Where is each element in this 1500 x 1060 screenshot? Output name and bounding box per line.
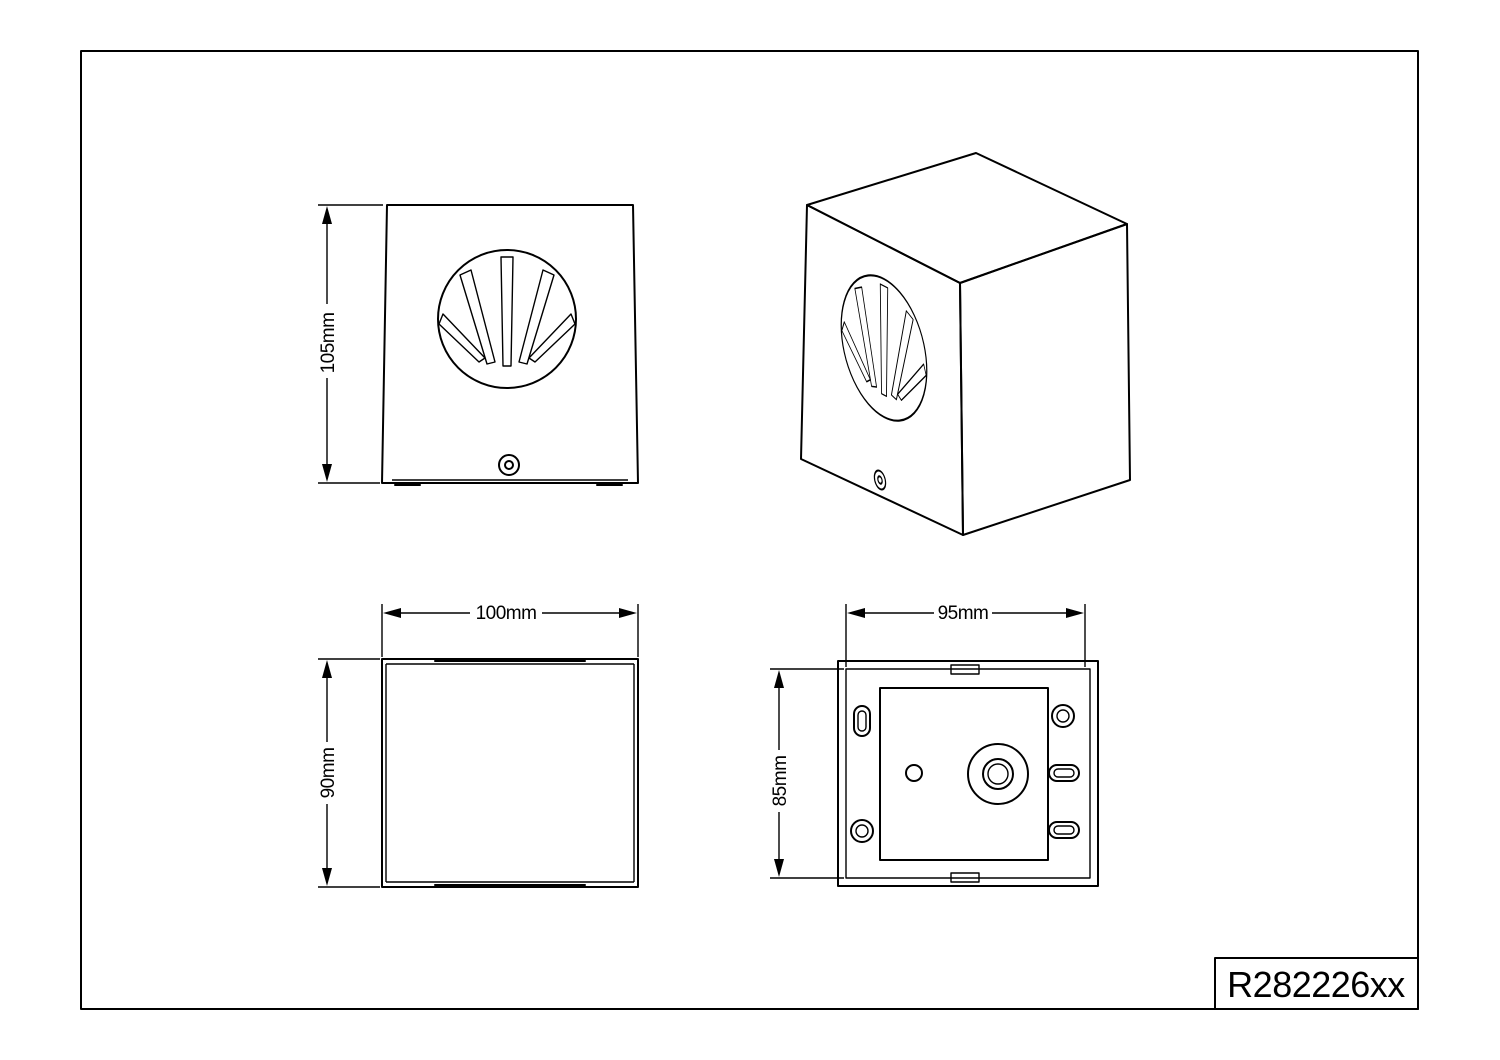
perspective-view [800, 152, 1131, 536]
mounting-slot-right-middle [1048, 764, 1080, 782]
shell-diffuser-perspective [840, 255, 928, 441]
dimension-height-front: 105mm [318, 204, 383, 484]
cable-entry [967, 743, 1029, 805]
mounting-slot-left-top [853, 705, 871, 737]
front-view [381, 204, 639, 486]
shell-diffuser [437, 249, 577, 389]
mounting-slot-right-bottom [1048, 821, 1080, 839]
dim-label-width-top: 100mm [476, 603, 537, 624]
sensor-dot [498, 454, 520, 476]
sheet-border [80, 50, 1419, 1010]
dim-label-height-back: 85mm [770, 756, 791, 807]
sensor-dot-perspective [873, 469, 887, 491]
screw-hole [905, 764, 923, 782]
dimension-depth-top: 90mm [318, 658, 380, 888]
dimension-height-back: 85mm [770, 668, 844, 879]
dim-label-depth-top: 90mm [318, 748, 339, 799]
dimension-width-top: 100mm [381, 600, 639, 657]
dimension-width-back: 95mm [845, 600, 1086, 667]
mounting-hole-right-top [1051, 704, 1075, 728]
top-view [381, 658, 639, 888]
dim-label-height-front: 105mm [318, 313, 339, 374]
title-block: R282226xx [1214, 957, 1419, 1010]
dim-label-width-back: 95mm [938, 603, 989, 624]
mounting-hole-left-bottom [850, 819, 874, 843]
back-view [837, 660, 1099, 887]
product-code: R282226xx [1227, 964, 1405, 1005]
